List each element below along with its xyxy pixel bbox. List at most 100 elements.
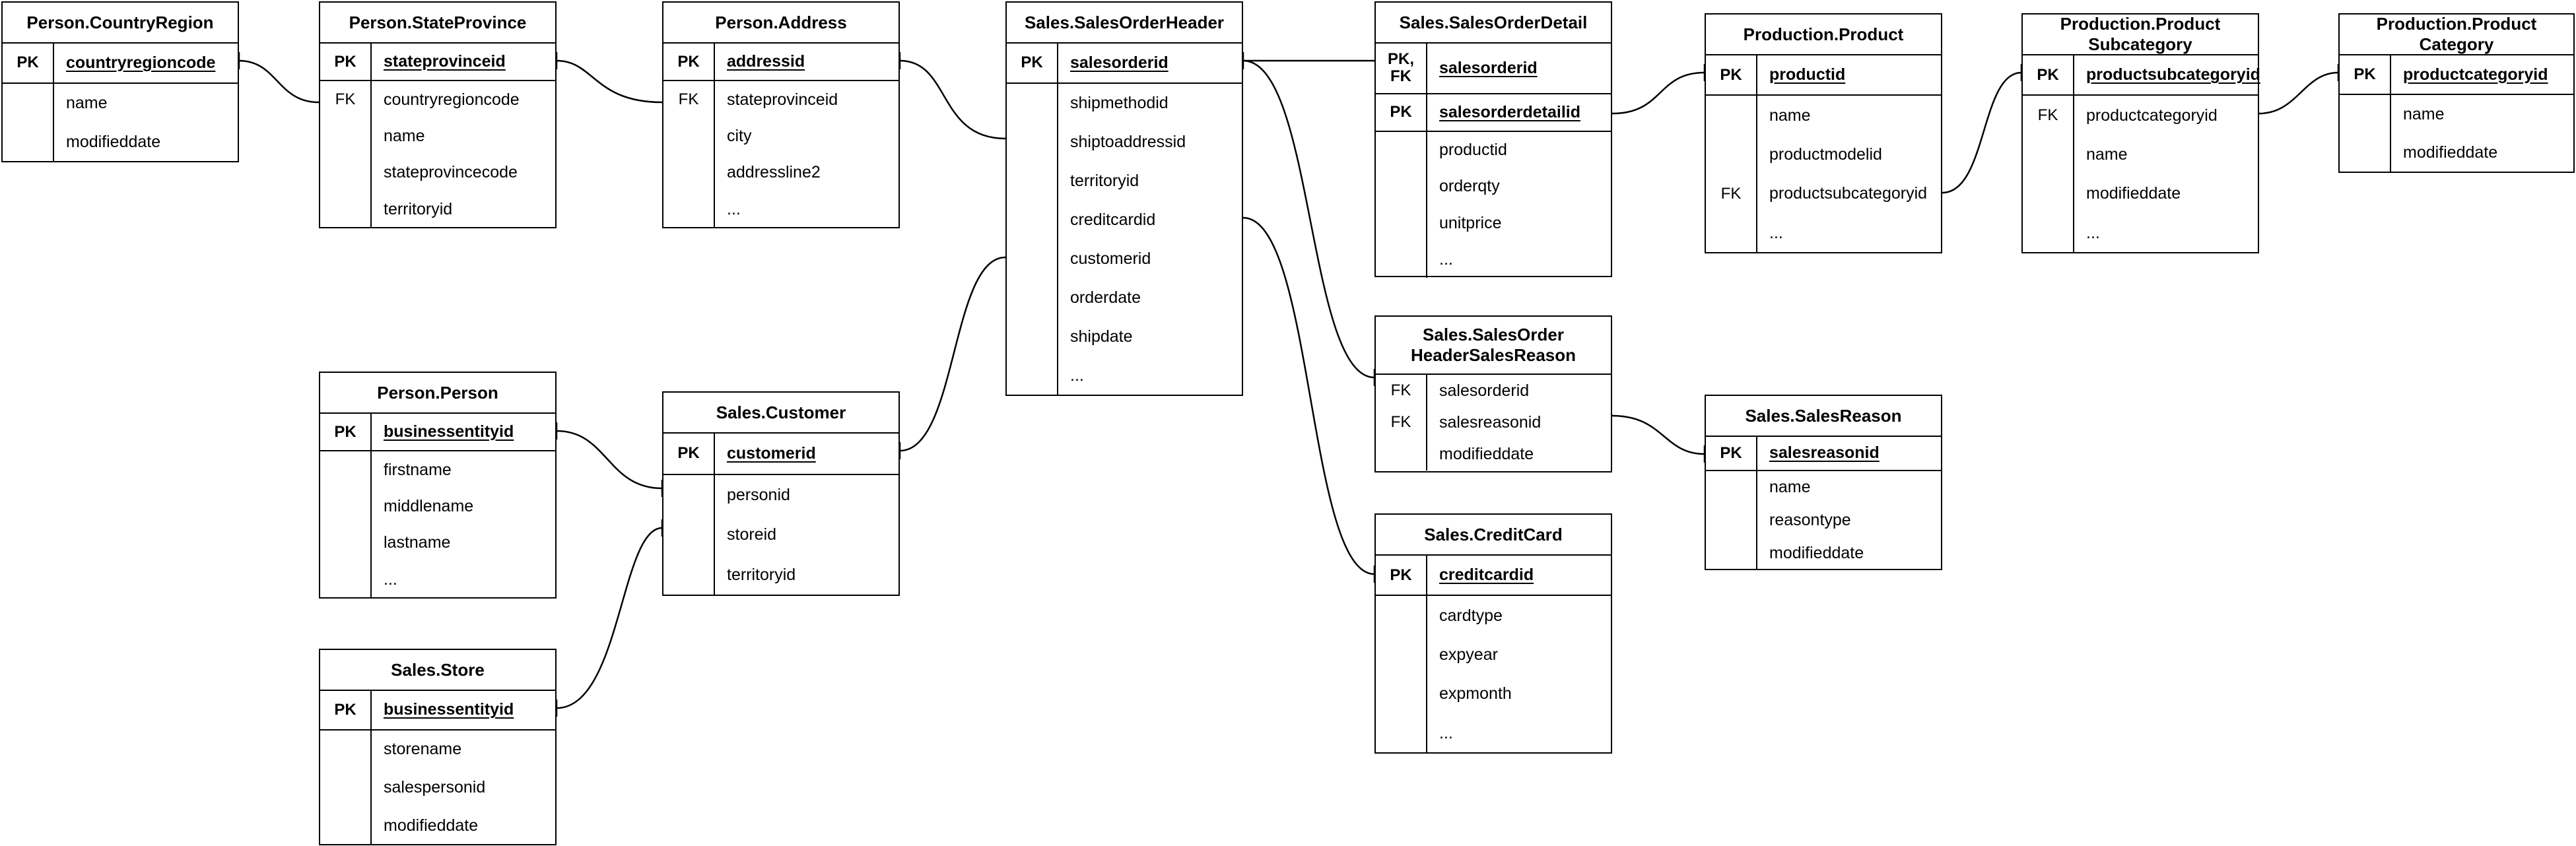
attribute-row[interactable]: firstname: [320, 451, 555, 488]
attribute-row[interactable]: personid: [663, 474, 898, 515]
attribute-name: storeid: [727, 525, 777, 544]
attribute-row[interactable]: unitprice: [1376, 205, 1611, 242]
attribute-row[interactable]: reasontype: [1706, 504, 1941, 537]
attribute-row[interactable]: modifieddate: [320, 806, 555, 845]
key-badge-pk: PK: [1706, 55, 1757, 95]
attribute-row[interactable]: modifieddate: [1376, 438, 1611, 471]
attribute-name: customerid: [727, 443, 816, 463]
attribute-name: name: [66, 94, 108, 112]
attribute-name: ...: [2086, 223, 2100, 242]
attribute-row[interactable]: storeid: [663, 515, 898, 556]
attribute-row[interactable]: modifieddate: [3, 123, 238, 162]
attribute-row[interactable]: salespersonid: [320, 768, 555, 807]
key-badge-none: [320, 806, 372, 845]
attribute-row[interactable]: expmonth: [1376, 674, 1611, 714]
attribute-row[interactable]: shipmethodid: [1007, 84, 1242, 123]
key-badge-none: [2023, 135, 2074, 175]
attribute-row[interactable]: storename: [320, 730, 555, 769]
key-badge-none: [1706, 213, 1757, 253]
attribute-row[interactable]: shipdate: [1007, 317, 1242, 356]
attribute-row[interactable]: FK salesreasonid: [1376, 407, 1611, 439]
attribute-row[interactable]: modifieddate: [2023, 174, 2258, 214]
attribute-row[interactable]: city: [663, 117, 898, 155]
attribute-row[interactable]: ...: [663, 191, 898, 228]
attribute-row[interactable]: ...: [1706, 213, 1941, 253]
attribute-row[interactable]: ...: [1376, 241, 1611, 278]
attribute-row[interactable]: productmodelid: [1706, 135, 1941, 175]
attribute-name: territoryid: [727, 566, 796, 585]
attribute-row[interactable]: expyear: [1376, 635, 1611, 675]
attribute-row[interactable]: stateprovincecode: [320, 154, 555, 191]
attribute-row[interactable]: name: [3, 84, 238, 123]
attribute-row[interactable]: ...: [320, 561, 555, 598]
attribute-row[interactable]: creditcardid: [1007, 201, 1242, 240]
attribute-row[interactable]: orderqty: [1376, 168, 1611, 205]
attribute-name: productcategoryid: [2403, 65, 2548, 84]
attribute-row[interactable]: territoryid: [663, 555, 898, 595]
attribute-row[interactable]: name: [1706, 96, 1941, 135]
attribute-row[interactable]: middlename: [320, 488, 555, 525]
attribute-row[interactable]: name: [1706, 471, 1941, 504]
attribute-row[interactable]: ...: [1007, 356, 1242, 395]
attribute-row[interactable]: lastname: [320, 525, 555, 562]
attribute-row[interactable]: modifieddate: [1706, 537, 1941, 569]
attribute-row[interactable]: productid: [1376, 131, 1611, 169]
attribute-row[interactable]: customerid: [1007, 240, 1242, 278]
attribute-row[interactable]: cardtype: [1376, 596, 1611, 635]
attribute-row[interactable]: ...: [2023, 213, 2258, 253]
attribute-row[interactable]: name: [2023, 135, 2258, 175]
attribute-name: salesreasonid: [1439, 412, 1542, 432]
key-badge-fk: FK: [1376, 407, 1427, 439]
attribute-row[interactable]: ...: [1376, 713, 1611, 753]
attribute-name: salesorderdetailid: [1439, 102, 1580, 121]
attribute-row[interactable]: territoryid: [1007, 162, 1242, 201]
key-badge-none: [3, 123, 54, 162]
key-badge-none: [1376, 205, 1427, 242]
attribute-row[interactable]: name: [2340, 95, 2573, 134]
attribute-row[interactable]: orderdate: [1007, 278, 1242, 317]
key-badge-none: [1706, 135, 1757, 175]
attribute-row[interactable]: territoryid: [320, 191, 555, 228]
attribute-row[interactable]: name: [320, 117, 555, 155]
attribute-row[interactable]: addressline2: [663, 154, 898, 191]
attribute-row[interactable]: shiptoaddressid: [1007, 123, 1242, 162]
attribute-name: name: [2086, 145, 2128, 164]
attribute-name: firstname: [384, 460, 452, 479]
attribute-row[interactable]: modifieddate: [2340, 133, 2573, 172]
